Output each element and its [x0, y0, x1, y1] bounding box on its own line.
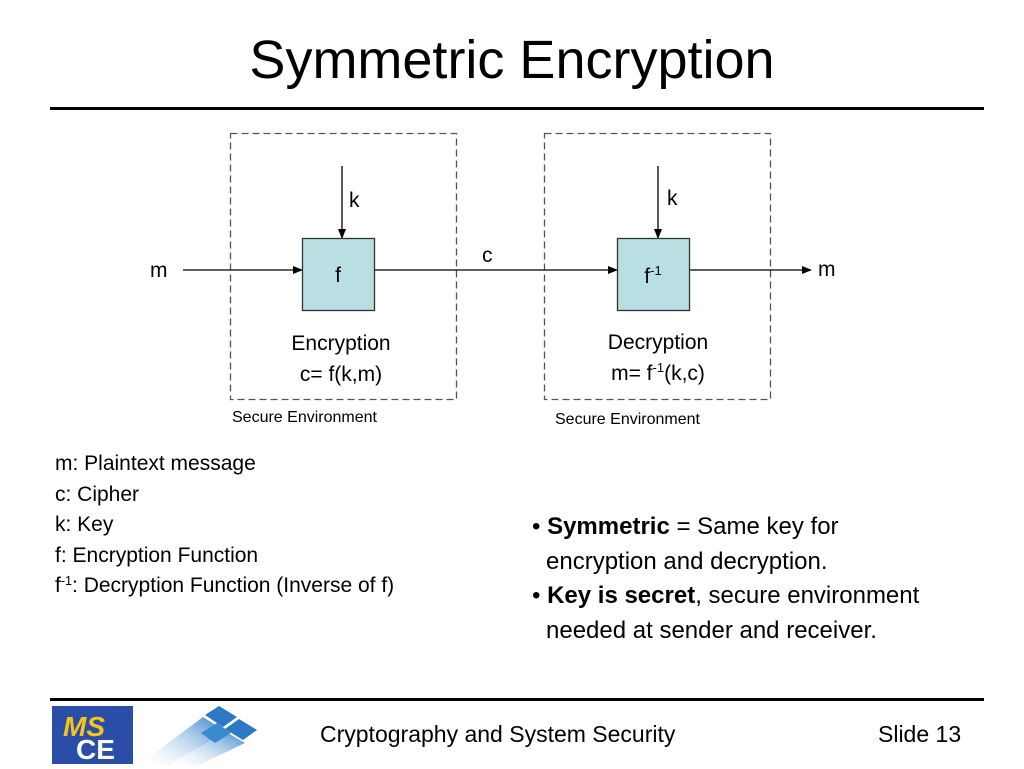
bullet-list: • Symmetric = Same key for encryption an…: [532, 510, 1002, 648]
encryption-box-label: f: [335, 264, 341, 287]
msce-logo-top: MS: [63, 711, 105, 742]
decryption-formula: m= f-1(k,c): [611, 360, 705, 385]
encryption-name: Encryption: [291, 332, 390, 355]
legend-item: k: Key: [55, 513, 114, 536]
title-divider: [50, 107, 984, 110]
decryption-key-label: k: [667, 187, 678, 210]
decryption-box-label: f-1: [644, 263, 661, 288]
msce-logo-bottom: CE: [76, 734, 115, 764]
legend-item: c: Cipher: [55, 482, 140, 506]
encryption-formula: c= f(k,m): [300, 363, 382, 386]
secure-environment-encryption: [229, 132, 458, 401]
institution-logo-icon: [147, 706, 257, 766]
symbol-legend: m: Plaintext message c: Cipher k: Key f:…: [55, 449, 394, 602]
footer-course-title: Cryptography and System Security: [320, 721, 676, 747]
encryption-diagram: m m c k k f f-1 Encryption c= f(k,m) Dec…: [150, 132, 836, 428]
input-label: m: [150, 259, 168, 282]
slide-title: Symmetric Encryption: [249, 30, 775, 90]
msce-logo: MS CE: [52, 706, 133, 765]
channel-label: c: [482, 244, 493, 267]
legend-item: m: Plaintext message: [55, 452, 256, 475]
bullet-item: • Symmetric = Same key for: [532, 513, 839, 540]
footer-divider: [50, 698, 984, 701]
encryption-environment-label: Secure Environment: [232, 409, 378, 426]
legend-item: f-1: Decryption Function (Inverse of f): [55, 574, 395, 597]
slide-number: Slide 13: [878, 721, 962, 747]
decryption-function-box: [616, 237, 691, 312]
bullet-item: • Key is secret, secure environment: [532, 582, 920, 609]
bullet-continuation: encryption and decryption.: [546, 547, 828, 575]
decryption-environment-label: Secure Environment: [555, 411, 701, 428]
output-label: m: [818, 258, 836, 281]
bullet-continuation: needed at sender and receiver.: [546, 616, 877, 644]
encryption-key-label: k: [349, 189, 360, 212]
legend-item: f: Encryption Function: [55, 543, 259, 567]
decryption-name: Decryption: [608, 331, 708, 354]
secure-environment-decryption: [543, 132, 772, 401]
encryption-function-box: [301, 237, 376, 312]
